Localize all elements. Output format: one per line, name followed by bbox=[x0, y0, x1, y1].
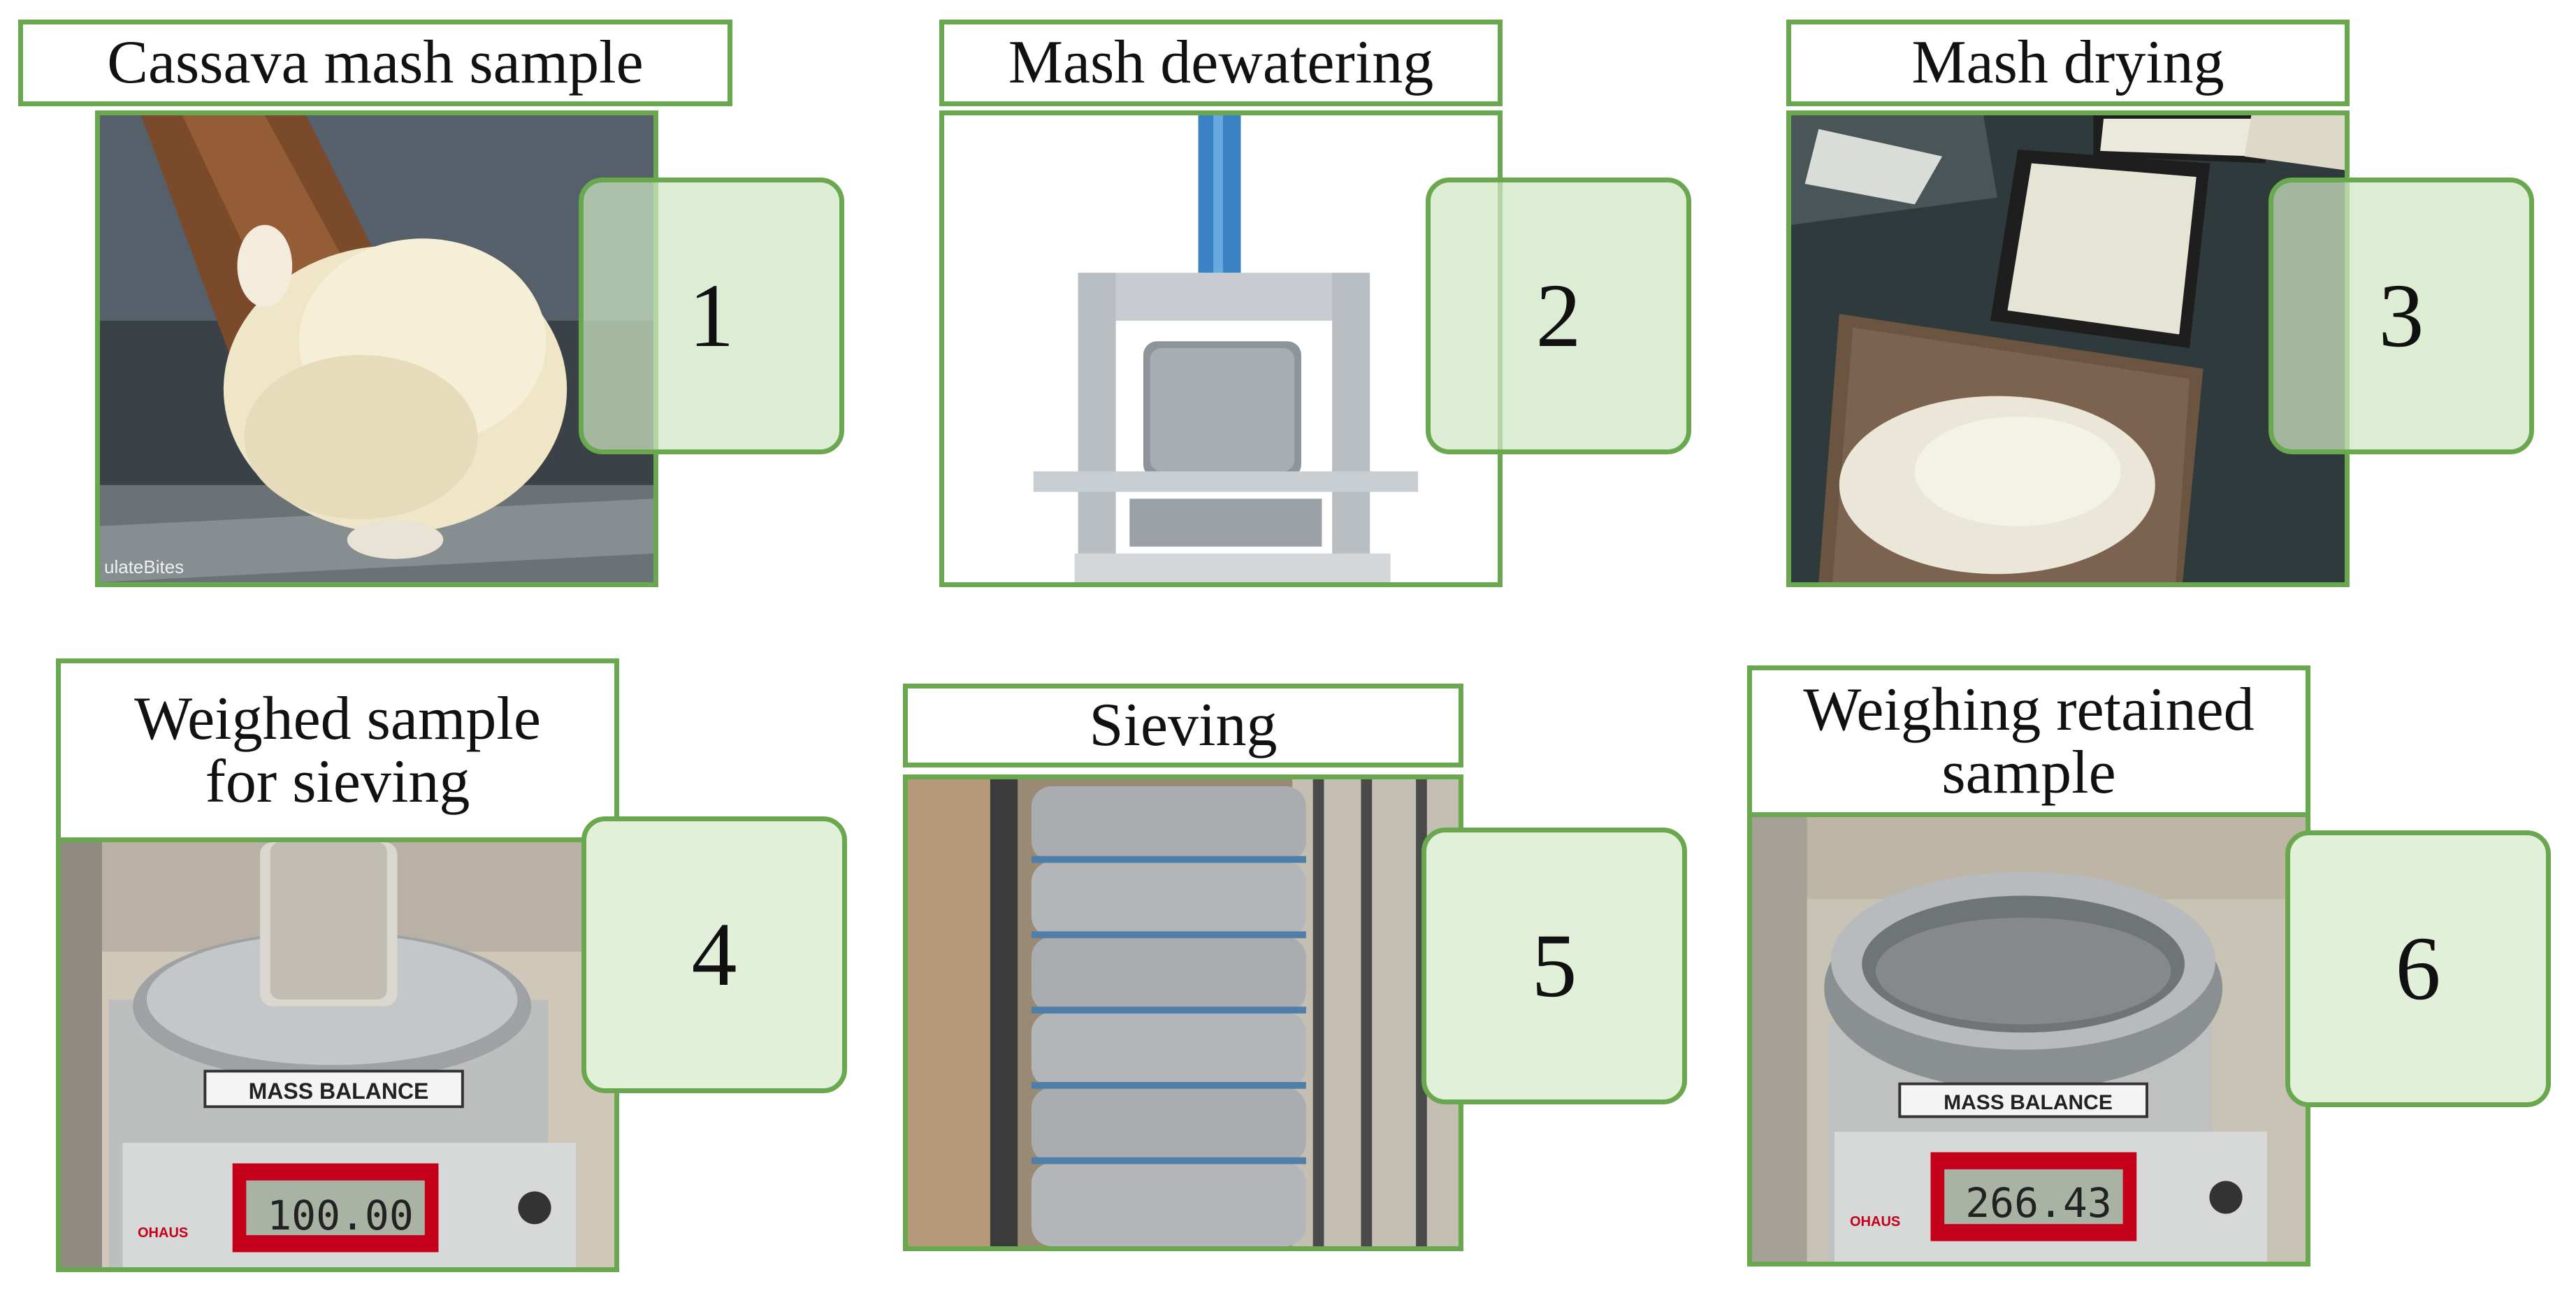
ohaus-logo: OHAUS bbox=[138, 1225, 189, 1241]
photo-watermark: ulateBites bbox=[104, 556, 184, 577]
step-title-text: Mash drying bbox=[1911, 29, 2224, 97]
step-title-text: Weighed sample for sieving bbox=[134, 685, 541, 816]
step-title: Weighing retained sample bbox=[1747, 665, 2310, 818]
ohaus-logo: OHAUS bbox=[1850, 1214, 1901, 1229]
mass-balance-plate-text: MASS BALANCE bbox=[1944, 1091, 2113, 1114]
step-number-badge: 3 bbox=[2269, 178, 2534, 454]
step-title: Sieving bbox=[903, 684, 1463, 767]
step-number: 6 bbox=[2395, 918, 2441, 1019]
step-title-text: Sieving bbox=[1089, 691, 1278, 760]
step-number: 5 bbox=[1531, 916, 1577, 1016]
balance-display-readout: 100.00 bbox=[267, 1192, 414, 1239]
step-number-badge: 6 bbox=[2285, 830, 2551, 1107]
retained-sample-photo: MASS BALANCE 266.43 OHAUS bbox=[1747, 812, 2310, 1267]
dewatering-press-photo bbox=[939, 110, 1503, 587]
mass-balance-plate-text: MASS BALANCE bbox=[248, 1079, 429, 1104]
step-number-badge: 4 bbox=[581, 816, 847, 1093]
step-title: Mash dewatering bbox=[939, 20, 1503, 106]
step-number-badge: 2 bbox=[1426, 178, 1691, 454]
step-number-badge: 1 bbox=[579, 178, 844, 454]
mash-drying-photo bbox=[1786, 110, 2350, 587]
weighed-sample-photo: MASS BALANCE 100.00 OHAUS bbox=[56, 837, 619, 1272]
cassava-mash-photo: ulateBites bbox=[95, 110, 658, 587]
step-number: 4 bbox=[691, 904, 737, 1005]
balance-display-readout: 266.43 bbox=[1965, 1179, 2112, 1227]
step-number: 3 bbox=[2378, 266, 2424, 366]
step-title-text: Cassava mash sample bbox=[107, 29, 644, 97]
step-title-text: Mash dewatering bbox=[1008, 29, 1434, 97]
step-number: 1 bbox=[688, 266, 735, 366]
step-number-badge: 5 bbox=[1421, 828, 1687, 1104]
sieve-stack-photo bbox=[903, 774, 1463, 1251]
step-title: Mash drying bbox=[1786, 20, 2350, 106]
step-title-text: Weighing retained sample bbox=[1803, 676, 2255, 807]
step-number: 2 bbox=[1535, 266, 1582, 366]
step-title: Weighed sample for sieving bbox=[56, 658, 619, 843]
step-title: Cassava mash sample bbox=[18, 20, 732, 106]
